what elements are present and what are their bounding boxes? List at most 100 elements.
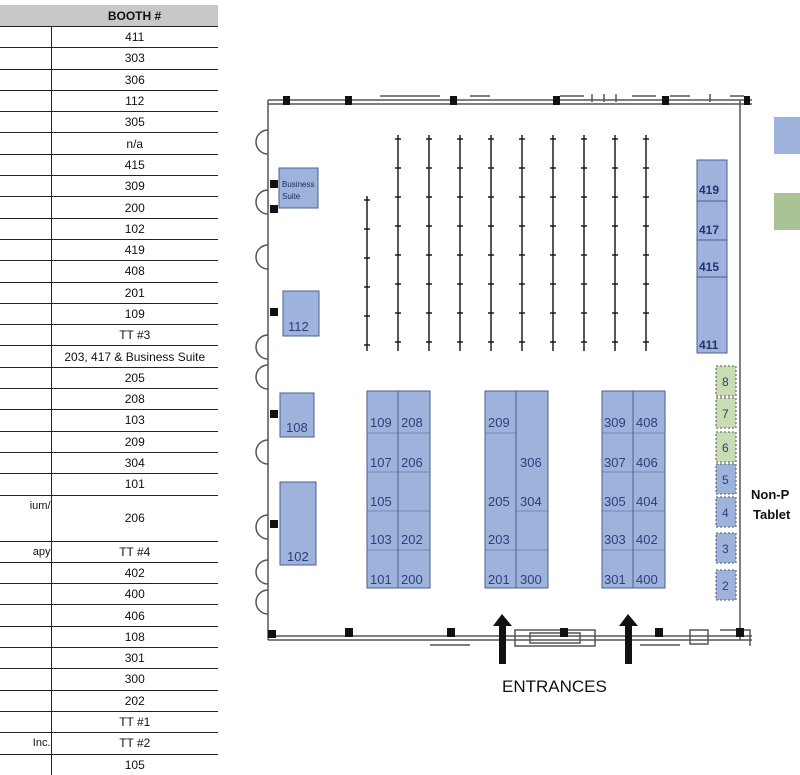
exhibitor-cell bbox=[0, 452, 52, 475]
table-row: 402 bbox=[0, 562, 218, 585]
booth-300-label: 300 bbox=[520, 572, 542, 587]
booth-cell: 415 bbox=[51, 154, 218, 177]
tabletop-number: 2 bbox=[722, 579, 729, 593]
booth-301-label: 301 bbox=[604, 572, 626, 587]
table-row: Inc.TT #2 bbox=[0, 732, 218, 755]
exhibitor-cell bbox=[0, 47, 52, 70]
table-row: 408 bbox=[0, 260, 218, 283]
booth-block-100-200: 109 107 105 103 101 208 206 202 200 bbox=[366, 390, 431, 589]
booth-cell: 305 bbox=[51, 111, 218, 134]
table-row: ium/206 bbox=[0, 495, 218, 542]
pipe-and-drape-rows bbox=[364, 135, 649, 351]
wall-posts bbox=[268, 96, 750, 638]
exhibitor-cell bbox=[0, 132, 52, 155]
booth-cell: 109 bbox=[51, 303, 218, 326]
booth-cell: TT #2 bbox=[51, 732, 218, 755]
business-suite: Business Suite bbox=[278, 167, 319, 209]
table-row: 301 bbox=[0, 647, 218, 670]
booth-419-label: 419 bbox=[699, 183, 719, 197]
table-row: 109 bbox=[0, 303, 218, 326]
booth-block-300-400: 309 307 305 303 301 408 406 404 402 400 bbox=[601, 390, 666, 589]
booth-112: 112 bbox=[282, 290, 320, 337]
booth-cell: n/a bbox=[51, 132, 218, 155]
booth-206-label: 206 bbox=[401, 455, 423, 470]
tabletop-7 bbox=[715, 397, 737, 429]
exhibitor-cell bbox=[0, 647, 52, 670]
booth-112-label: 112 bbox=[288, 319, 309, 334]
legend-swatch-booth bbox=[774, 117, 800, 154]
booth-cell: 304 bbox=[51, 452, 218, 475]
booth-306-label: 306 bbox=[520, 455, 542, 470]
booth-209-label: 209 bbox=[488, 415, 510, 430]
booth-415-label: 415 bbox=[699, 260, 719, 274]
exhibitor-cell bbox=[0, 388, 52, 411]
table-row: 303 bbox=[0, 47, 218, 70]
tabletop-number: 8 bbox=[722, 375, 729, 389]
exhibitor-header bbox=[0, 5, 51, 27]
exhibitor-cell bbox=[0, 260, 52, 283]
booth-102: 102 bbox=[279, 481, 317, 566]
booth-cell: 201 bbox=[51, 282, 218, 304]
booth-cell: TT #4 bbox=[51, 541, 218, 563]
booth-cell: 402 bbox=[51, 562, 218, 585]
table-row: 208 bbox=[0, 388, 218, 411]
booth-307-label: 307 bbox=[604, 455, 626, 470]
exhibitor-cell bbox=[0, 111, 52, 134]
table-row: 306 bbox=[0, 69, 218, 91]
table-header-row: BOOTH # bbox=[0, 5, 218, 27]
booth-406-label: 406 bbox=[636, 455, 658, 470]
exhibitor-cell bbox=[0, 154, 52, 177]
tabletop-3 bbox=[715, 532, 737, 564]
exhibitor-cell: apy bbox=[0, 541, 52, 563]
table-row: 304 bbox=[0, 452, 218, 475]
exhibitor-cell bbox=[0, 626, 52, 649]
exhibitor-cell: ium/ bbox=[0, 495, 52, 542]
table-row: 103 bbox=[0, 409, 218, 432]
exhibitor-cell bbox=[0, 367, 52, 390]
exhibitor-cell bbox=[0, 282, 52, 304]
tabletop-number: 4 bbox=[722, 506, 729, 520]
exhibitor-cell bbox=[0, 218, 52, 240]
exhibitor-cell bbox=[0, 90, 52, 113]
exhibitor-cell bbox=[0, 324, 52, 347]
entrance-arrow-left bbox=[493, 614, 512, 664]
tabletop-8 bbox=[715, 365, 737, 397]
booth-cell: 101 bbox=[51, 473, 218, 496]
booth-cell: 301 bbox=[51, 647, 218, 670]
booth-cell: 411 bbox=[51, 26, 218, 49]
booth-404-label: 404 bbox=[636, 494, 658, 509]
booth-header: BOOTH # bbox=[51, 5, 218, 27]
table-row: TT #3 bbox=[0, 324, 218, 347]
booth-cell: 102 bbox=[51, 218, 218, 240]
booth-109-label: 109 bbox=[370, 415, 392, 430]
table-row: 112 bbox=[0, 90, 218, 113]
table-row: 419 bbox=[0, 239, 218, 262]
booth-208-label: 208 bbox=[401, 415, 423, 430]
exhibitor-cell bbox=[0, 711, 52, 734]
booth-cell: 408 bbox=[51, 260, 218, 283]
booth-cell: 303 bbox=[51, 47, 218, 70]
table-row: 411 bbox=[0, 26, 218, 49]
entrances-label: ENTRANCES bbox=[502, 677, 607, 696]
table-row: 203, 417 & Business Suite bbox=[0, 345, 218, 368]
booth-408-label: 408 bbox=[636, 415, 658, 430]
table-row: 102 bbox=[0, 218, 218, 240]
tabletop-5 bbox=[715, 463, 737, 495]
booth-402-label: 402 bbox=[636, 532, 658, 547]
tabletop-4 bbox=[715, 496, 737, 528]
table-row: 201 bbox=[0, 282, 218, 304]
nonprofit-label-line2: Tablet bbox=[753, 507, 791, 522]
exhibitor-cell bbox=[0, 604, 52, 627]
exhibitor-cell bbox=[0, 26, 52, 49]
hall-walls bbox=[255, 94, 752, 647]
booth-103-label: 103 bbox=[370, 532, 392, 547]
entrance-arrows bbox=[493, 614, 638, 664]
table-row: 309 bbox=[0, 175, 218, 198]
table-row: 406 bbox=[0, 604, 218, 627]
booth-cell: 406 bbox=[51, 604, 218, 627]
table-row: 108 bbox=[0, 626, 218, 649]
exhibitor-cell: Inc. bbox=[0, 732, 52, 755]
booth-309-label: 309 bbox=[604, 415, 626, 430]
